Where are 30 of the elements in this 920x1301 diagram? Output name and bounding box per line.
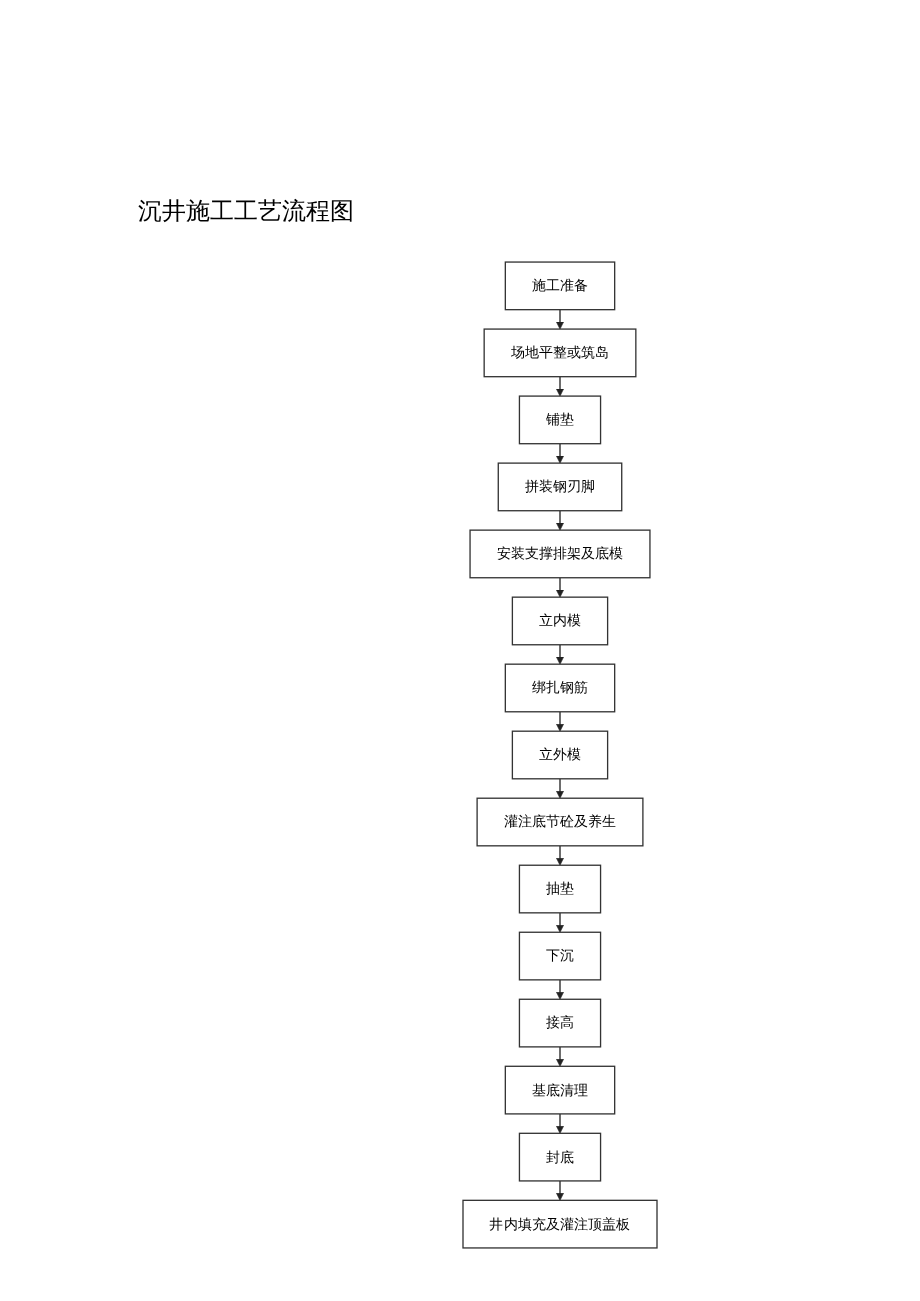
- node-box: 立内模: [511, 596, 609, 646]
- node-box: 基底清理: [504, 1065, 616, 1115]
- arrow: [556, 979, 564, 1000]
- node-box: 立外模: [511, 730, 609, 780]
- arrow: [556, 1113, 564, 1134]
- node-box: 抽垫: [518, 864, 602, 914]
- node-box: 下沉: [518, 931, 602, 981]
- arrow: [556, 912, 564, 933]
- node-box: 井内填充及灌注顶盖板: [462, 1199, 658, 1249]
- arrow: [556, 644, 564, 665]
- arrow: [556, 443, 564, 464]
- arrow: [556, 309, 564, 330]
- arrow: [556, 577, 564, 598]
- node-box: 场地平整或筑岛: [483, 328, 637, 378]
- node-box: 接高: [518, 998, 602, 1048]
- arrow: [556, 1180, 564, 1201]
- arrow: [556, 845, 564, 866]
- diagram-title: 沉井施工工艺流程图: [138, 196, 354, 227]
- arrow: [556, 1046, 564, 1067]
- node-box: 铺垫: [518, 395, 602, 445]
- arrow: [556, 376, 564, 397]
- arrow: [556, 711, 564, 732]
- node-box: 拼装钢刃脚: [497, 462, 623, 512]
- arrow: [556, 510, 564, 531]
- node-box: 绑扎钢筋: [504, 663, 616, 713]
- arrow: [556, 778, 564, 799]
- node-box: 封底: [518, 1132, 602, 1182]
- node-box: 灌注底节砼及养生: [476, 797, 644, 847]
- node-box: 施工准备: [504, 261, 616, 311]
- node-box: 安装支撑排架及底模: [469, 529, 651, 579]
